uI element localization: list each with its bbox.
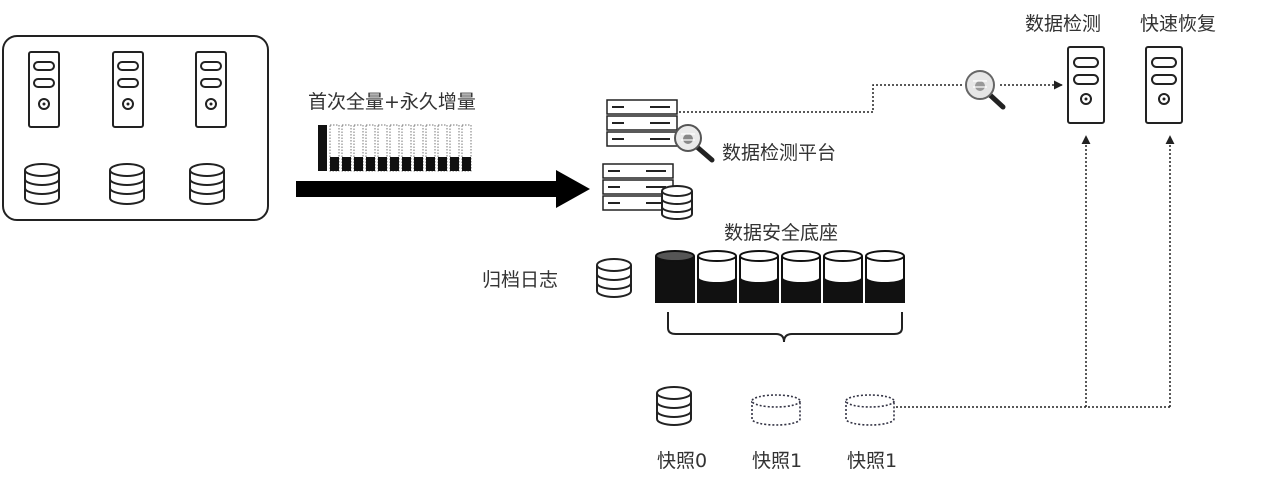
increment-backup-block bbox=[462, 157, 471, 171]
detection-server-icon bbox=[1067, 46, 1105, 124]
snapshot-label: 快照0 bbox=[657, 450, 707, 472]
increment-placeholder bbox=[401, 124, 412, 172]
source-database-icon bbox=[24, 163, 60, 205]
increment-cylinder bbox=[781, 250, 821, 303]
bug-search-magnifier-icon bbox=[674, 124, 715, 163]
increment-backup-block bbox=[342, 157, 351, 171]
increment-backup-block bbox=[414, 157, 423, 171]
increment-cylinder bbox=[823, 250, 863, 303]
incremental-backup-chain bbox=[318, 124, 472, 172]
archive-database-icon bbox=[596, 258, 632, 298]
increment-placeholder bbox=[365, 124, 376, 172]
detection-flow-connector bbox=[679, 84, 962, 113]
increment-cylinder bbox=[865, 250, 905, 303]
source-server-icon bbox=[28, 51, 60, 128]
increment-backup-block bbox=[402, 157, 411, 171]
full-backup-block bbox=[318, 125, 327, 171]
increment-placeholder bbox=[341, 124, 352, 172]
increment-placeholder bbox=[377, 124, 388, 172]
full-backup-cylinder bbox=[655, 250, 695, 303]
snapshot-0-database-icon bbox=[656, 386, 692, 426]
source-database-icon bbox=[189, 163, 225, 205]
increment-placeholder bbox=[413, 124, 424, 172]
snapshot-label: 快照1 bbox=[752, 450, 802, 472]
increment-backup-block bbox=[450, 157, 459, 171]
snapshot-label: 快照1 bbox=[847, 450, 897, 472]
increment-backup-block bbox=[438, 157, 447, 171]
rack-server-icon bbox=[606, 99, 678, 147]
data-detection-label: 数据检测 bbox=[1025, 13, 1101, 35]
grouping-brace bbox=[667, 312, 903, 343]
source-server-icon bbox=[112, 51, 144, 128]
source-server-icon bbox=[195, 51, 227, 128]
source-environment bbox=[2, 35, 269, 221]
bug-search-magnifier-icon bbox=[965, 70, 1006, 110]
database-icon bbox=[661, 185, 693, 220]
data-security-base-label: 数据安全底座 bbox=[724, 222, 838, 244]
increment-placeholder bbox=[389, 124, 400, 172]
increment-backup-block bbox=[378, 157, 387, 171]
source-database-icon bbox=[109, 163, 145, 205]
increment-placeholder bbox=[449, 124, 460, 172]
snapshot-virtual-cylinder-icon bbox=[751, 394, 801, 426]
increment-backup-block bbox=[354, 157, 363, 171]
fast-recovery-label: 快速恢复 bbox=[1140, 13, 1216, 35]
increment-backup-block bbox=[366, 157, 375, 171]
increment-backup-block bbox=[426, 157, 435, 171]
archive-log-label: 归档日志 bbox=[482, 269, 558, 291]
increment-cylinder bbox=[697, 250, 737, 303]
increment-backup-block bbox=[330, 157, 339, 171]
increment-placeholder bbox=[425, 124, 436, 172]
increment-backup-block bbox=[390, 157, 399, 171]
increment-placeholder bbox=[437, 124, 448, 172]
backup-strategy-label: 首次全量+永久增量 bbox=[308, 91, 476, 113]
rack-server-icon bbox=[602, 163, 674, 211]
storage-chain bbox=[655, 250, 905, 303]
detection-platform-label: 数据检测平台 bbox=[722, 142, 836, 164]
increment-placeholder bbox=[461, 124, 472, 172]
recovery-server-icon bbox=[1145, 46, 1183, 124]
increment-placeholder bbox=[353, 124, 364, 172]
increment-placeholder bbox=[329, 124, 340, 172]
transfer-arrow bbox=[296, 170, 590, 208]
increment-cylinder bbox=[739, 250, 779, 303]
snapshot-virtual-cylinder-icon bbox=[845, 394, 895, 426]
